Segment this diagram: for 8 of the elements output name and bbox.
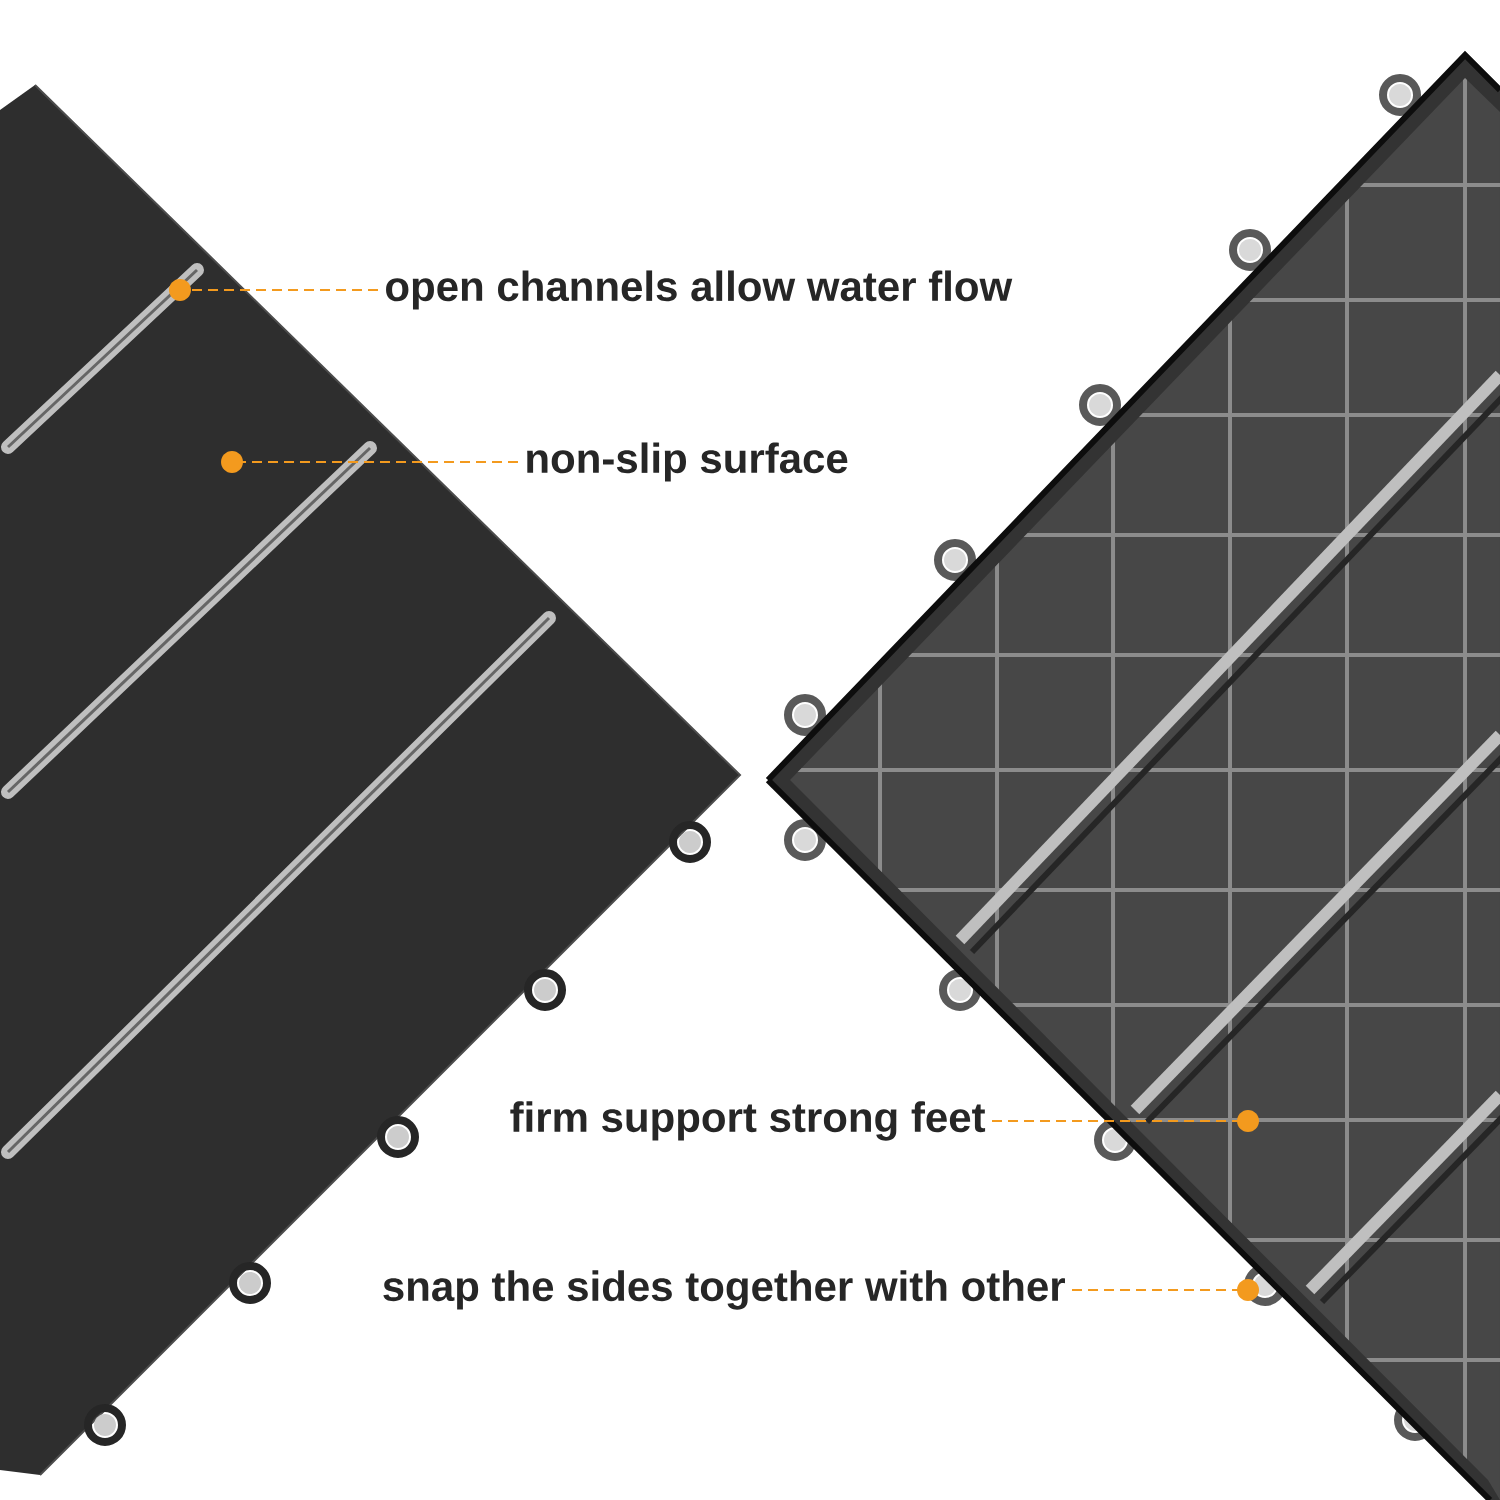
leader-line [169,279,379,301]
callout-text: non-slip surface [527,442,848,482]
leader-line [991,1110,1259,1132]
callout-text: firm support strong feet [510,1101,986,1141]
callout-text: open channels allow water flow [386,270,1013,310]
leader-line [221,451,519,473]
leader-line [1071,1279,1259,1301]
callout-text: snap the sides together with other [383,1270,1065,1310]
